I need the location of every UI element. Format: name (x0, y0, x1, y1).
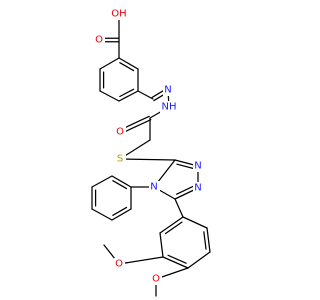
bond-13 (137, 90, 154, 100)
bond-42 (159, 232, 164, 258)
atom-label-hydrazide-nh: NH (162, 102, 177, 113)
atom-label-amide-o: O (116, 127, 124, 138)
bond-50 (118, 256, 164, 265)
atom-hydrazide-nh: NH (160, 101, 178, 113)
bond-6 (119, 62, 135, 72)
bond-47 (164, 221, 183, 235)
bond-32 (91, 175, 113, 188)
atom-label-methoxy-o4: O (152, 274, 160, 285)
bond-44 (187, 251, 211, 269)
bond-37 (112, 180, 128, 190)
atom-triazole-n2: N (193, 160, 204, 172)
bond-29 (176, 185, 194, 195)
atom-triazole-n1: N (193, 182, 204, 194)
atom-methoxy-o4: O (151, 273, 162, 285)
chemical-structure: OH O N NH O S N N (91, 7, 211, 297)
atom-thioether-s: S (115, 153, 126, 166)
bond-31 (111, 175, 132, 188)
bond-3 (99, 90, 120, 102)
bond-41 (159, 216, 184, 234)
atom-label-triazole-n1: N (194, 183, 201, 194)
atom-carboxyl-o: O (94, 34, 105, 46)
bond-39 (112, 206, 128, 216)
bond-5 (99, 57, 120, 70)
bond-40 (174, 198, 184, 218)
atom-carboxyl-oh: OH (110, 7, 128, 20)
bond-45 (206, 227, 211, 253)
atom-labels: OH O N NH O S N N (94, 7, 204, 285)
bond-22 (119, 158, 176, 161)
atom-label-thioether-s: S (117, 154, 123, 165)
atom-label-methoxy-o3: O (115, 259, 123, 270)
bond-43 (162, 256, 189, 269)
bonds (91, 13, 211, 297)
atom-triazole-n4: N (149, 181, 160, 193)
bond-7 (119, 88, 135, 98)
bond-48 (167, 254, 187, 264)
bond-28 (176, 163, 195, 170)
bond-49 (203, 231, 207, 250)
bond-35 (111, 208, 132, 221)
atom-label-triazole-n4: N (150, 182, 157, 193)
atom-amide-o: O (115, 126, 126, 138)
atom-imine-n: N (163, 84, 174, 96)
atom-methoxy-o3: O (114, 258, 125, 270)
bond-2 (118, 90, 139, 102)
atom-label-carboxyl-o: O (95, 35, 103, 46)
bond-34 (91, 208, 113, 221)
atom-label-carboxyl-oh: OH (111, 9, 126, 20)
bond-46 (182, 216, 208, 229)
atom-label-triazole-n2: N (194, 161, 201, 172)
atom-label-imine-n: N (164, 85, 171, 96)
bond-0 (118, 57, 139, 70)
